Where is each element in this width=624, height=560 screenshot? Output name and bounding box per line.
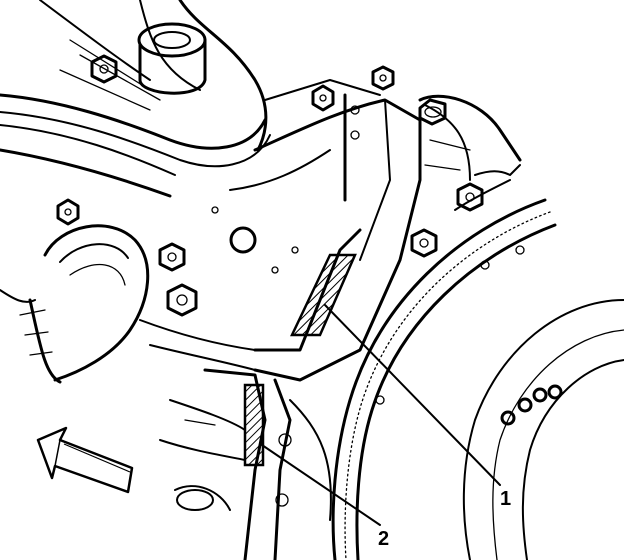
bolt	[90, 54, 118, 84]
hatched-area-1	[290, 253, 357, 337]
callout-1-label: 1	[500, 488, 511, 510]
bolt	[56, 198, 80, 226]
oil-filler-cap	[137, 22, 207, 95]
lower-block	[159, 368, 332, 560]
callout-2-leader	[261, 444, 381, 526]
bolt	[418, 98, 447, 126]
bolt	[166, 283, 198, 317]
bolt	[410, 228, 438, 258]
engine-block	[139, 79, 522, 382]
callout-1-leader	[324, 304, 501, 486]
bolt	[311, 84, 335, 112]
bolt-group	[56, 54, 484, 317]
callout-2-label: 2	[378, 528, 389, 550]
bolt	[158, 242, 186, 272]
flywheel	[331, 198, 624, 560]
hollow-arrow-icon	[36, 426, 134, 494]
exhaust-elbow	[0, 224, 150, 384]
valve-cover	[0, 0, 271, 198]
hatched-area-2	[243, 383, 265, 467]
bolt	[371, 65, 395, 91]
wiring-clip	[454, 164, 521, 211]
